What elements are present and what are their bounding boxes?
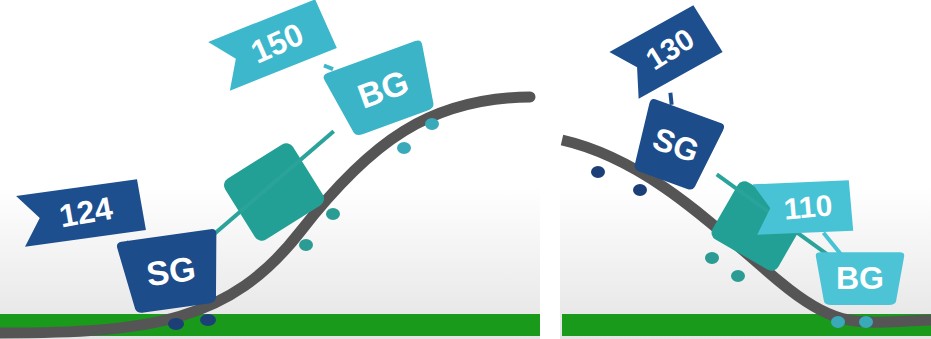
- right-track: [562, 140, 931, 322]
- connector-line: [214, 131, 334, 234]
- car-box: SG: [115, 225, 227, 316]
- left-middle-car: [221, 140, 327, 243]
- shape-outline: [116, 228, 225, 315]
- number-flag: 150: [208, 0, 337, 95]
- right-background: [560, 0, 931, 339]
- connector-line: [324, 65, 333, 69]
- shape-outline: [609, 1, 722, 103]
- connector-rod: [324, 65, 333, 69]
- number-flag: 110: [753, 176, 853, 239]
- car-box: BG: [321, 36, 446, 142]
- connector-rod: [214, 131, 334, 234]
- flag-number: 150: [237, 17, 308, 72]
- flag-number: 110: [773, 190, 834, 225]
- shape-outline: [208, 0, 337, 95]
- shape-outline: [322, 39, 444, 140]
- shape-outline: [753, 176, 853, 239]
- connector-rod: [823, 233, 841, 256]
- shape-outline: [626, 98, 725, 194]
- shape-outline: [16, 175, 146, 251]
- number-flag: 130: [609, 1, 722, 103]
- left-track: [0, 97, 530, 333]
- car-box: SG: [625, 95, 727, 196]
- left-background: [0, 0, 540, 339]
- connector-line: [670, 93, 671, 105]
- number-flag: 124: [16, 175, 146, 251]
- car-box: BG: [815, 250, 905, 306]
- connector-line: [823, 233, 841, 256]
- shape-outline: [816, 252, 904, 305]
- car-label: SG: [144, 251, 197, 292]
- car-label: BG: [836, 262, 884, 294]
- connector-rod: [670, 93, 671, 105]
